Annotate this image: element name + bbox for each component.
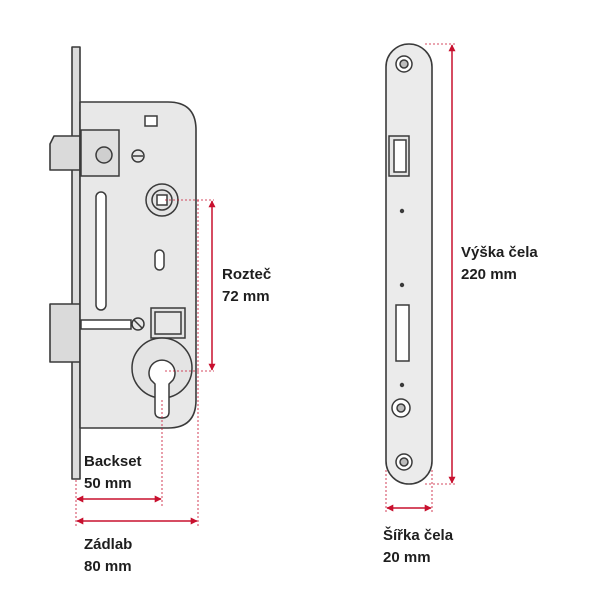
bolt-opening <box>395 304 410 362</box>
sirka-cela-label: Šířka čela 20 mm <box>383 525 453 569</box>
roztec-value: 72 mm <box>222 288 270 305</box>
cylinder-profile <box>148 359 176 419</box>
case-small-square <box>144 115 158 127</box>
zadlab-label: Zádlab 80 mm <box>84 534 132 578</box>
faceplate <box>385 43 433 485</box>
lock-body-details <box>80 115 193 419</box>
guide-slot <box>95 191 107 311</box>
vyska-cela-value: 220 mm <box>461 266 517 283</box>
lock-body-side-view <box>49 46 197 480</box>
backset-value: 50 mm <box>84 475 132 492</box>
zadlab-name: Zádlab <box>84 536 133 553</box>
backset-label: Backset 50 mm <box>84 451 142 495</box>
faceplate-details <box>388 55 413 471</box>
faceplate-dot <box>399 382 405 388</box>
sirka-cela-value: 20 mm <box>383 549 431 566</box>
backset-name: Backset <box>84 453 142 470</box>
sirka-cela-name: Šířka čela <box>383 527 454 544</box>
faceplate-front-view <box>385 43 433 485</box>
zadlab-value: 80 mm <box>84 558 132 575</box>
vyska-cela-label: Výška čela 220 mm <box>461 242 538 286</box>
vyska-cela-name: Výška čela <box>461 244 538 261</box>
roztec-name: Rozteč <box>222 266 272 283</box>
dimension-lines <box>75 43 456 528</box>
bolt-bar <box>80 319 132 330</box>
roztec-label: Rozteč 72 mm <box>222 264 271 308</box>
latch-screw <box>95 146 113 164</box>
faceplate-dot <box>399 282 405 288</box>
faceplate-dot <box>399 208 405 214</box>
oval-hole <box>154 249 165 271</box>
latch-bolt <box>49 135 81 171</box>
dead-bolt <box>49 303 81 363</box>
faceplate-edge <box>71 46 81 480</box>
